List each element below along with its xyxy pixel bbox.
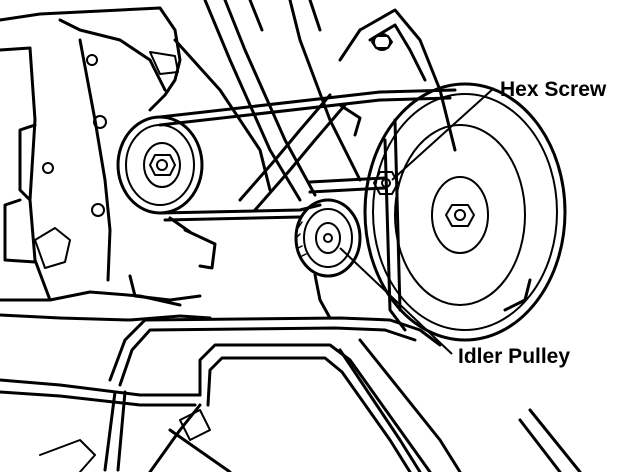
engine-housing [0, 6, 217, 322]
idler-pulley-callout: Idler Pulley [339, 247, 570, 368]
idler-pulley [294, 198, 362, 320]
idler-pulley-leader-line [339, 247, 453, 355]
idler-pulley-label: Idler Pulley [458, 345, 570, 368]
hex-screw-label: Hex Screw [500, 78, 607, 101]
bracket-plate [338, 8, 457, 152]
frame-bars [173, 0, 362, 212]
hex-screw [308, 171, 399, 195]
hex-screw-callout: Hex Screw [391, 78, 607, 181]
hex-screw-leader-line [391, 87, 495, 181]
lower-frame [0, 316, 582, 472]
